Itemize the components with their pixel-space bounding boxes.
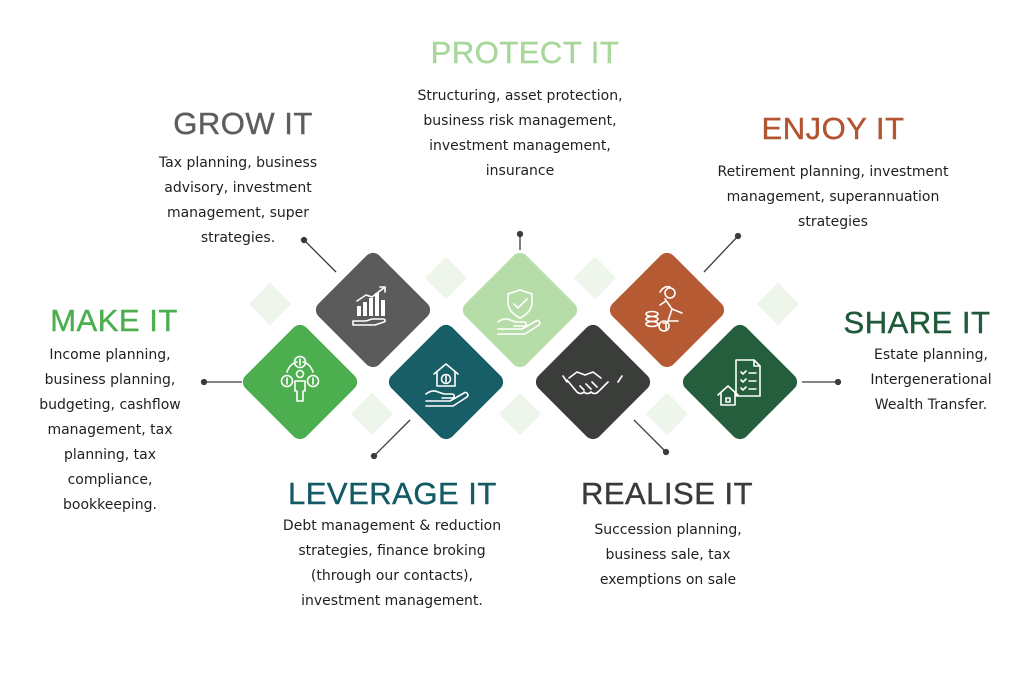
description-line: strategies.: [200, 230, 276, 246]
title-enjoy: ENJOY IT: [761, 111, 905, 146]
ghost-diamond: [424, 256, 468, 300]
description-line: business planning,: [44, 372, 176, 388]
ghost-diamond: [573, 256, 617, 300]
connector-dot-enjoy: [734, 232, 742, 240]
ghost-diamond: [498, 392, 542, 436]
people-money-icon: [280, 355, 320, 402]
description-line: Estate planning,: [874, 347, 988, 363]
diamond-share: [682, 324, 798, 440]
connectors: [200, 230, 842, 460]
description-enjoy: Retirement planning, investment manageme…: [700, 160, 966, 235]
connector-dot-share: [834, 378, 842, 386]
description-line: planning, tax: [63, 447, 156, 463]
description-line: budgeting, cashflow: [39, 397, 181, 413]
connector-dot-realise: [662, 448, 670, 456]
ghost-diamond: [756, 282, 800, 326]
description-line: strategies: [798, 214, 868, 230]
connector-dot-make: [200, 378, 208, 386]
description-line: Debt management & reduction: [282, 518, 502, 534]
connector-dot-leverage: [370, 452, 378, 460]
description-line: Wealth Transfer.: [874, 397, 988, 413]
description-line: management, superannuation: [726, 189, 940, 205]
title-share: SHARE IT: [843, 305, 991, 340]
diamond-enjoy: [609, 252, 725, 368]
description-line: Structuring, asset protection,: [417, 88, 623, 104]
description-grow: Tax planning, business advisory, investm…: [148, 151, 328, 251]
description-line: investment management,: [429, 138, 611, 154]
diamond-make: [242, 324, 358, 440]
connector-enjoy: [703, 235, 739, 273]
description-line: strategies, finance broking: [298, 543, 486, 559]
house-checklist-icon: [717, 359, 761, 406]
hand-house-money-icon: [425, 363, 469, 407]
description-protect: Structuring, asset protection, business …: [404, 84, 636, 184]
description-line: exemptions on sale: [599, 572, 737, 588]
connector-dot-grow: [300, 236, 308, 244]
title-protect: PROTECT IT: [430, 35, 620, 70]
handshake-icon: [562, 371, 623, 395]
relaxing-person-coins-icon: [645, 285, 683, 332]
description-make: Income planning, business planning, budg…: [30, 343, 190, 518]
description-line: Retirement planning, investment: [717, 164, 949, 180]
description-line: bookkeeping.: [63, 497, 157, 513]
title-make: MAKE IT: [50, 303, 178, 338]
description-share: Estate planning, Intergenerational Wealt…: [858, 343, 1004, 418]
description-line: Succession planning,: [594, 522, 742, 538]
description-realise: Succession planning, business sale, tax …: [584, 518, 752, 593]
hand-shield-icon: [497, 289, 541, 335]
diamond-protect: [462, 252, 578, 368]
description-line: Intergenerational: [870, 372, 992, 388]
ghost-diamond: [248, 282, 292, 326]
connector-realise: [633, 419, 667, 453]
title-leverage: LEVERAGE IT: [288, 476, 497, 511]
ghost-diamond: [350, 392, 394, 436]
description-line: management, tax: [47, 422, 173, 438]
title-grow: GROW IT: [173, 106, 313, 141]
description-line: advisory, investment: [164, 180, 312, 196]
description-line: Tax planning, business: [158, 155, 318, 171]
description-line: compliance,: [67, 472, 153, 488]
description-leverage: Debt management & reduction strategies, …: [268, 514, 516, 614]
connector-leverage: [373, 419, 411, 457]
description-line: Income planning,: [49, 347, 171, 363]
description-line: insurance: [485, 163, 555, 179]
hand-growth-chart-icon: [352, 286, 386, 326]
description-line: management, super: [166, 205, 310, 221]
connector-dot-protect: [516, 230, 524, 238]
description-line: investment management.: [301, 593, 483, 609]
description-line: business sale, tax: [605, 547, 731, 563]
connector-grow: [303, 239, 337, 273]
ghost-diamond: [645, 392, 689, 436]
title-realise: REALISE IT: [580, 476, 754, 511]
description-line: (through our contacts),: [310, 568, 474, 584]
description-line: business risk management,: [423, 113, 617, 129]
